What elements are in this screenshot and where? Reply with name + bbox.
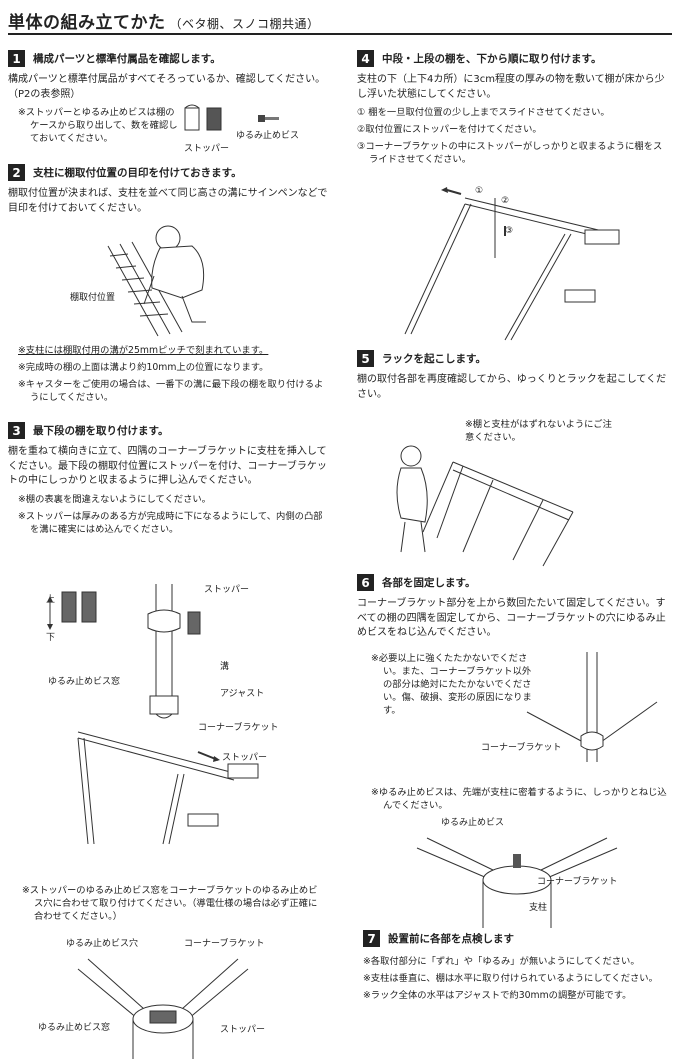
- section-6-body: コーナーブラケット部分を上から数回たたいて固定してください。すべての棚の四隅を固…: [357, 598, 666, 638]
- stopper-label-closeup: ストッパー: [220, 1025, 266, 1035]
- section-1-heading: 1 構成パーツと標準付属品を確認します。: [8, 50, 328, 67]
- person-raising-rack-illustration: [396, 445, 574, 567]
- screw-window-label: ゆるみ止めビス窓: [48, 677, 121, 687]
- marker-3: ③: [505, 226, 514, 236]
- marker-1: ①: [475, 186, 484, 196]
- section-7: 7 設置前に各部を点検します ※各取付部分に「ずれ」や「ゆるみ」が無いようにして…: [363, 930, 669, 1002]
- section-3: 3 最下段の棚を取り付けます。 棚を重ねて横向きに立て、四隅のコーナーブラケット…: [8, 422, 328, 536]
- bracket-tapping-illustration: [526, 652, 658, 762]
- section-1-note: ※ストッパーとゆるみ止めビスは棚のケースから取り出して、数を確認しておいてくださ…: [18, 107, 178, 144]
- screw-window-label-detail: ゆるみ止めビス窓: [38, 1023, 111, 1033]
- section-3-note-1: ※棚の表裏を間違えないようにしてください。: [18, 493, 211, 505]
- section-2-note-2: ※完成時の棚の上面は溝より約10mm上の位置になります。: [18, 362, 269, 373]
- corner-bracket-label: コーナーブラケット: [198, 723, 279, 733]
- page-title: 単体の組み立てかた（ベタ棚、スノコ棚共通）: [8, 8, 320, 33]
- section-4-heading: 4 中段・上段の棚を、下から順に取り付けます。: [357, 50, 669, 67]
- stopper-orientation-illustration: [47, 591, 97, 630]
- step-number-2: 2: [8, 164, 25, 181]
- corner-bracket-label-s6: コーナーブラケット: [481, 743, 562, 753]
- step-number-5: 5: [357, 350, 374, 367]
- stopper-label-detail: ストッパー: [204, 585, 250, 595]
- step-number-6: 6: [357, 574, 374, 591]
- groove-label: 溝: [220, 662, 230, 672]
- section-3-note-2: ※ストッパーは厚みのある方が完成時に下になるようにして、内側の凸部を溝に確実には…: [18, 510, 323, 535]
- section-4-step-2: ②取付位置にストッパーを付けてください。: [357, 124, 542, 135]
- step-number-4: 4: [357, 50, 374, 67]
- shelf-sliding-illustration: [404, 187, 620, 341]
- section-6-heading: 6 各部を固定します。: [357, 574, 669, 591]
- section-3-bottom-note: ※ストッパーのゆるみ止めビス窓をコーナーブラケットのゆるみ止めビス穴に合わせて取…: [22, 880, 322, 923]
- step-number-3: 3: [8, 422, 25, 439]
- section-4-step-1: ① 棚を一旦取付位置の少し上までスライドさせてください。: [357, 107, 610, 118]
- section-5-body: 棚の取付各部を再度確認してから、ゆっくりとラックを起こしてください。: [357, 374, 667, 400]
- section-6-note-2: ※ゆるみ止めビスは、先端が支柱に密着するように、しっかりとねじ込んでください。: [371, 787, 667, 811]
- section-4-title: 中段・上段の棚を、下から順に取り付けます。: [382, 53, 602, 65]
- screw-window-alignment-note: ※ストッパーのゆるみ止めビス窓をコーナーブラケットのゆるみ止めビス穴に合わせて取…: [22, 885, 318, 922]
- title-main: 単体の組み立てかた: [8, 13, 166, 33]
- section-5-note: ※棚と支柱がはずれないようにご注意ください。: [465, 419, 612, 443]
- section-2-note-3: ※キャスターをご使用の場合は、一番下の溝に最下段の棚を取り付けるようにしてくださ…: [18, 379, 324, 403]
- stopper-label-insert: ストッパー: [222, 753, 268, 763]
- stopper-parts-illustration: [184, 104, 222, 131]
- section-7-note-1: ※各取付部分に「ずれ」や「ゆるみ」が無いようにしてください。: [363, 956, 640, 967]
- title-sub: （ベタ棚、スノコ棚共通）: [169, 17, 320, 31]
- section-2-note-1: ※支柱には棚取付用の溝が25mmピッチで刻まれています。: [18, 345, 269, 356]
- stopper-label: ストッパー: [184, 144, 230, 154]
- section-2-title: 支柱に棚取付位置の目印を付けておきます。: [33, 167, 242, 179]
- section-1: 1 構成パーツと標準付属品を確認します。 構成パーツと標準付属品がすべてそろって…: [8, 50, 328, 145]
- bracket-insertion-illustration: [77, 731, 259, 845]
- step-number-1: 1: [8, 50, 25, 67]
- section-1-body: 構成パーツと標準付属品がすべてそろっているか、確認してください。（P2の表参照）: [8, 74, 326, 100]
- corner-bracket-label-detail: コーナーブラケット: [184, 939, 265, 949]
- section-3-title: 最下段の棚を取り付けます。: [33, 425, 169, 437]
- section-3-heading: 3 最下段の棚を取り付けます。: [8, 422, 328, 439]
- section-2-notes: ※支柱には棚取付用の溝が25mmピッチで刻まれています。 ※完成時の棚の上面は溝…: [18, 340, 328, 404]
- section-7-title: 設置前に各部を点検します: [388, 933, 514, 945]
- section-6-title: 各部を固定します。: [382, 577, 476, 589]
- section-5: 5 ラックを起こします。 棚の取付各部を再度確認してから、ゆっくりとラックを起こ…: [357, 350, 669, 402]
- down-label: 下: [46, 633, 56, 643]
- section-1-title: 構成パーツと標準付属品を確認します。: [33, 53, 221, 65]
- screw-label: ゆるみ止めビス: [236, 131, 300, 141]
- section-4-step-3: ③コーナーブラケットの中にストッパーがしっかりと収まるように棚をスライドさせてく…: [357, 141, 663, 165]
- screw-tightening-illustration: [416, 837, 618, 928]
- screw-label-s6: ゆるみ止めビス: [441, 818, 505, 828]
- section-5-title: ラックを起こします。: [382, 353, 486, 365]
- section-2-heading: 2 支柱に棚取付位置の目印を付けておきます。: [8, 164, 328, 181]
- section-4-body: 支柱の下（上下4カ所）に3cm程度の厚みの物を敷いて棚が床から少し浮いた状態にし…: [357, 74, 665, 100]
- person-marking-posts-illustration: [107, 225, 206, 337]
- section-2: 2 支柱に棚取付位置の目印を付けておきます。 棚取付位置が決まれば、支柱を並べて…: [8, 164, 328, 216]
- adjuster-label: アジャスト: [220, 689, 265, 699]
- screw-icon: [258, 115, 279, 122]
- section-7-note-3: ※ラック全体の水平はアジャストで約30mmの調整が可能です。: [363, 990, 632, 1001]
- section-6-note-1: ※必要以上に強くたたかないでください。また、コーナーブラケット以外の部分は絶対に…: [371, 653, 532, 716]
- section-2-body: 棚取付位置が決まれば、支柱を並べて同じ高さの溝にサインペンなどで目印を付けておい…: [8, 188, 328, 214]
- section-6: 6 各部を固定します。 コーナーブラケット部分を上から数回たたいて固定してくださ…: [357, 574, 669, 641]
- shelf-position-label: 棚取付位置: [70, 293, 116, 303]
- title-rule: [8, 33, 672, 35]
- section-3-body: 棚を重ねて横向きに立て、四隅のコーナーブラケットに支柱を挿入してください。最下段…: [8, 446, 327, 486]
- bracket-closeup-illustration: [77, 958, 249, 1059]
- screw-hole-label: ゆるみ止めビス穴: [66, 939, 139, 949]
- step-number-7: 7: [363, 930, 380, 947]
- section-7-note-2: ※支柱は垂直に、棚は水平に取り付けられているようにしてください。: [363, 973, 658, 984]
- corner-bracket-label-s6-detail: コーナーブラケット: [537, 877, 618, 887]
- post-adjuster-illustration: [147, 584, 201, 719]
- section-4: 4 中段・上段の棚を、下から順に取り付けます。 支柱の下（上下4カ所）に3cm程…: [357, 50, 669, 166]
- section-5-heading: 5 ラックを起こします。: [357, 350, 669, 367]
- post-label: 支柱: [529, 903, 548, 913]
- section-7-heading: 7 設置前に各部を点検します: [363, 930, 669, 947]
- marker-2: ②: [501, 196, 510, 206]
